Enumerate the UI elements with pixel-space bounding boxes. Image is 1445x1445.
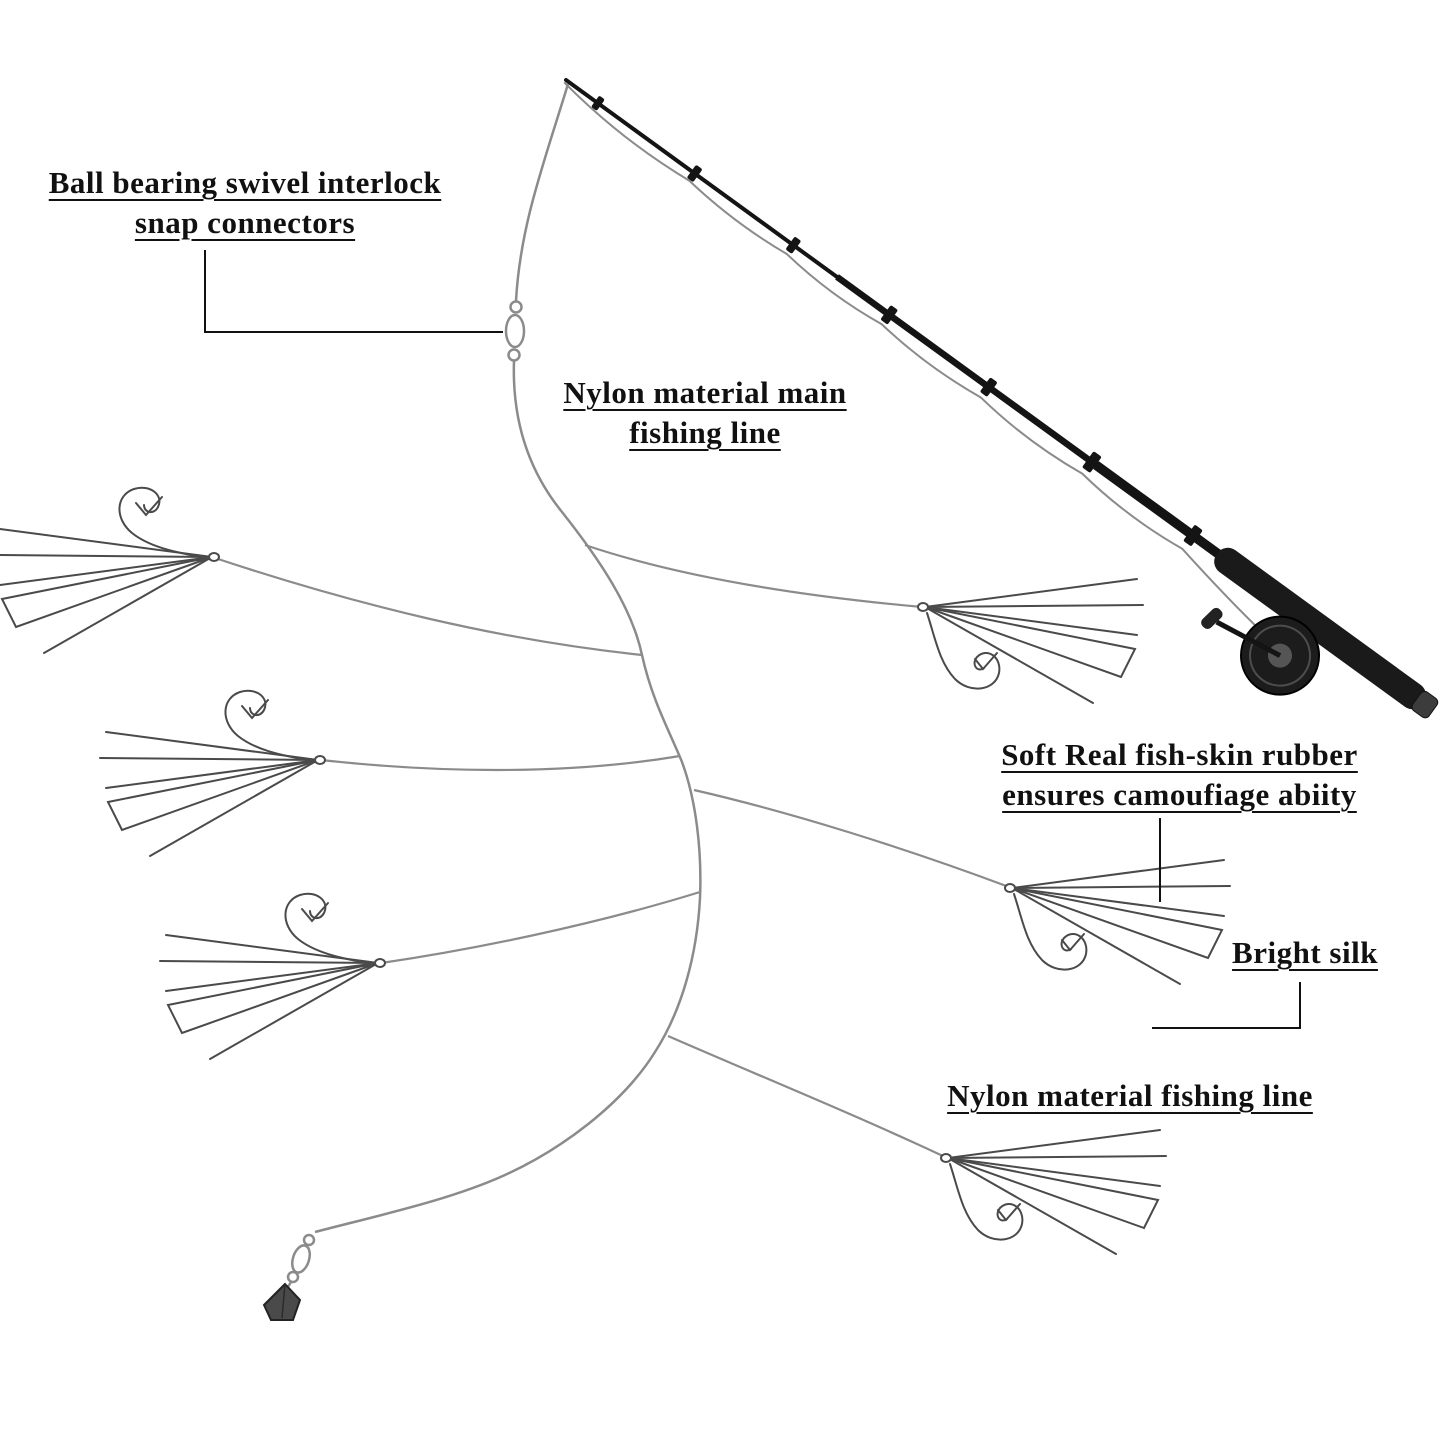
- swivel-snap-top: [504, 300, 526, 362]
- fishing-reel: [1201, 607, 1321, 696]
- branch-to-left-lure-2: [320, 754, 681, 772]
- right-hook-lure-2: [1004, 859, 1231, 985]
- label-nylon-line: Nylon material fishing line: [915, 1076, 1345, 1116]
- label-swivel: Ball bearing swivel interlock snap conne…: [15, 163, 475, 243]
- fishing-rod: [563, 78, 1439, 719]
- reel-crank-knob: [1201, 607, 1223, 630]
- left-hook-lure-3: [159, 892, 386, 1060]
- label-nylon-line-text: Nylon material fishing line: [947, 1078, 1313, 1113]
- leader-bright-silk-label: [1152, 982, 1301, 1029]
- left-hook-lure-2: [99, 689, 326, 857]
- branch-to-right-lure-2: [693, 788, 1010, 889]
- label-rubber-line1: Soft Real fish-skin rubber: [1001, 737, 1358, 772]
- branch-to-left-lure-3: [380, 890, 701, 965]
- line-along-rod: [563, 81, 1283, 655]
- label-main-line-line2: fishing line: [629, 415, 781, 450]
- main-fishing-line: [314, 83, 702, 1234]
- leader-lines: [204, 250, 1301, 1029]
- branch-to-right-lure-3: [667, 1034, 946, 1158]
- rod-guides: [591, 96, 1203, 546]
- label-main-line: Nylon material main fishing line: [520, 373, 890, 453]
- rod-butt-cap: [1411, 690, 1439, 719]
- right-hook-lure-1: [917, 578, 1144, 704]
- label-bright-silk: Bright silk: [1205, 933, 1405, 973]
- branch-lines: [214, 543, 1010, 1158]
- leader-swivel-label: [204, 250, 503, 333]
- swivel-snap-bottom: [286, 1233, 316, 1284]
- branch-to-right-lure-1: [584, 543, 923, 609]
- label-swivel-line1: Ball bearing swivel interlock: [48, 165, 442, 200]
- right-hook-lure-3: [940, 1129, 1167, 1255]
- label-rubber: Soft Real fish-skin rubber ensures camou…: [962, 735, 1397, 815]
- label-rubber-line2: ensures camoufiage abiity: [1002, 777, 1357, 812]
- label-bright-silk-text: Bright silk: [1232, 935, 1378, 970]
- rod-tip-section: [564, 78, 844, 282]
- left-hook-lure-1: [0, 486, 220, 654]
- rod-handle-grip: [1214, 547, 1427, 710]
- label-main-line-line1: Nylon material main: [563, 375, 847, 410]
- sinker-weight: [262, 1282, 302, 1321]
- rod-mid-section: [835, 274, 1102, 471]
- label-swivel-line2: snap connectors: [134, 205, 356, 240]
- branch-to-left-lure-1: [214, 556, 643, 657]
